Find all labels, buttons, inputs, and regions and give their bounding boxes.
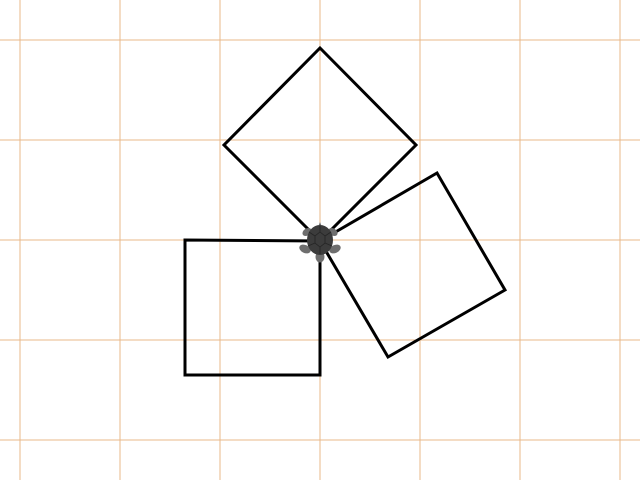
square-right — [317, 170, 508, 360]
drawn-shapes — [183, 45, 508, 377]
square-bottom-left — [183, 238, 322, 377]
turtle-icon — [299, 222, 341, 263]
